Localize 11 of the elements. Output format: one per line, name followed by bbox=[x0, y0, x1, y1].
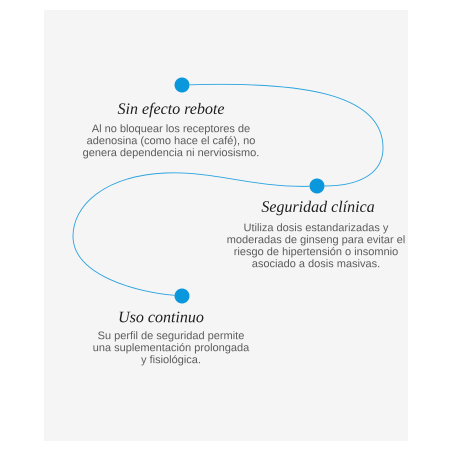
dot-marker bbox=[174, 288, 190, 304]
dot-marker bbox=[310, 178, 324, 194]
description: Utiliza dosis estandarizadas y moderadas de ginseng para evitar el riesgo de hipertensión o insomnio asociado a dosis masivas. bbox=[227, 223, 404, 268]
description: Su perfil de seguridad permite una suplementación prolongada y fisiológica. bbox=[93, 331, 250, 366]
description: Al no bloquear los receptores de adenosina (como hace el café), no genera dependencia ni nerviosismo. bbox=[83, 124, 258, 158]
curved-line bbox=[189, 84, 384, 186]
heading: Uso continuo bbox=[120, 312, 204, 322]
dot-marker bbox=[174, 78, 190, 92]
curved-line bbox=[72, 172, 310, 296]
heading: Sin efecto rebote bbox=[118, 102, 224, 118]
heading: Seguridad clínica bbox=[262, 200, 374, 216]
